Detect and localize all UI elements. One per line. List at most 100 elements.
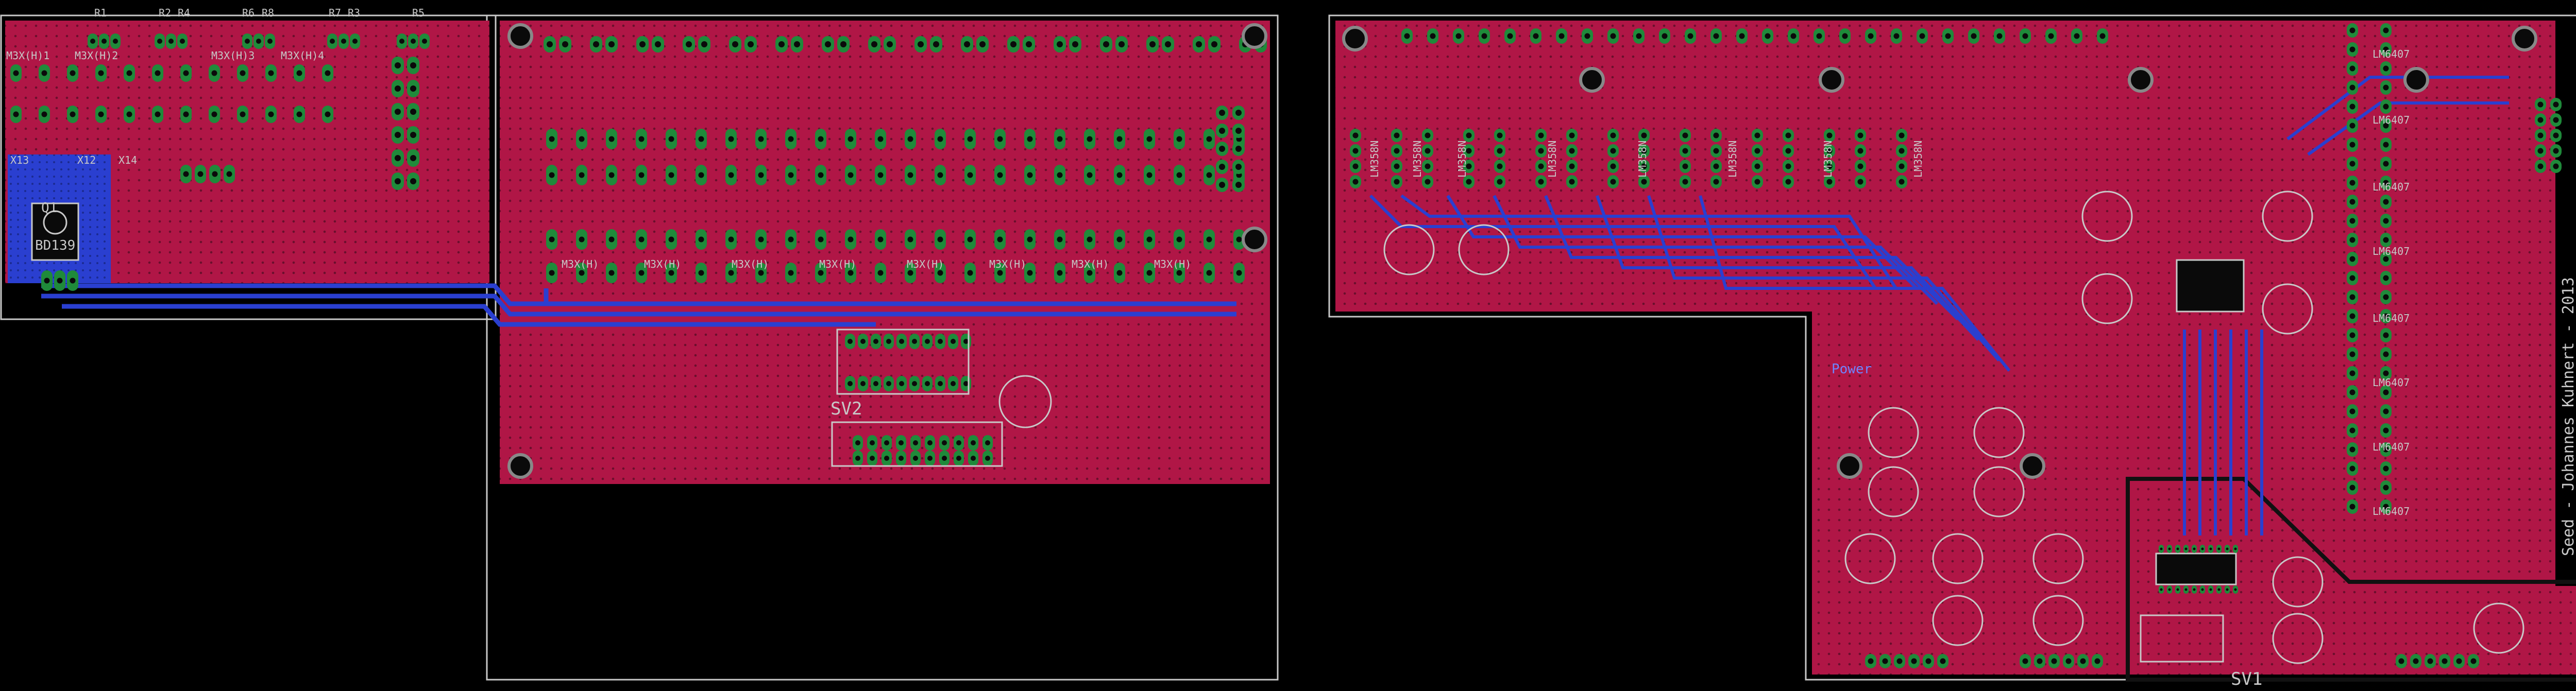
- opamp-label-1-wrap: LM358N: [1368, 141, 1381, 178]
- sv2-pad-hole: [927, 456, 933, 461]
- bottom-pad-hole: [2080, 658, 2086, 664]
- opamp-pad-hole: [1641, 132, 1647, 139]
- usb-ic-pin-hole: [2176, 588, 2179, 591]
- right-top-header-pad-hole: [1636, 33, 1642, 39]
- top-header-pad-hole: [608, 41, 615, 47]
- component-pad-hole: [937, 270, 943, 276]
- component-pad-hole: [1236, 236, 1242, 243]
- regulator-pad-hole: [2349, 237, 2355, 243]
- x14-label: X14: [118, 154, 137, 166]
- opamp-pad-hole: [1610, 179, 1616, 185]
- sv2-ic-pad-hole: [925, 339, 930, 344]
- right-header-pad-hole: [2537, 148, 2544, 154]
- regulator-pad-hole: [2383, 161, 2389, 167]
- component-pad-hole: [997, 172, 1003, 178]
- r3-label: R3: [348, 7, 360, 19]
- component-pad-hole: [638, 172, 645, 178]
- transistor-pad-hole: [126, 111, 132, 117]
- trimmer-outline: [1973, 466, 2025, 517]
- opamp-label-5-wrap: LM358N: [1726, 141, 1739, 178]
- resistor-pad-hole: [113, 39, 118, 44]
- header-pad-hole: [410, 62, 416, 68]
- opamp-label-4: LM358N: [1636, 141, 1649, 178]
- transistor-pad-hole: [155, 70, 161, 76]
- top-header-pad-hole: [1149, 41, 1156, 47]
- right-top-header-pad-hole: [1842, 33, 1848, 39]
- component-pad-hole: [728, 270, 734, 276]
- sv2-pad-hole: [855, 440, 860, 445]
- regulator-pad-hole: [2383, 256, 2389, 262]
- bottom-pad-hole: [2413, 658, 2419, 664]
- opamp-pad-hole: [1682, 179, 1688, 185]
- opamp-label-6-wrap: LM358N: [1822, 141, 1834, 178]
- component-pad-hole: [967, 172, 973, 178]
- regulator-pad-hole: [2383, 446, 2389, 453]
- component-pad-hole: [937, 136, 943, 142]
- regulator-pad-hole: [2383, 46, 2389, 53]
- bottom-pad-hole: [2442, 658, 2448, 664]
- transistor-pad-hole: [268, 111, 274, 117]
- resistor-pad-hole: [330, 39, 335, 44]
- right-header-pad-hole: [2553, 132, 2559, 139]
- component-pad-hole: [579, 172, 585, 178]
- opamp-pad-hole: [1394, 179, 1400, 185]
- bottom-pad-hole: [2456, 658, 2462, 664]
- component-pad-hole: [728, 236, 734, 243]
- component-pad-hole: [1116, 172, 1123, 178]
- opamp-pad-hole: [1466, 163, 1472, 169]
- component-pad-hole: [877, 136, 884, 142]
- component-pad-hole: [579, 270, 585, 276]
- opamp-pad-hole: [1713, 148, 1719, 154]
- usb-ic: [2155, 552, 2237, 585]
- top-header-pad-hole: [1103, 41, 1109, 47]
- top-header-pad-hole: [825, 41, 831, 47]
- opamp-pad-hole: [1466, 179, 1472, 185]
- opamp-pad-hole: [1394, 148, 1400, 154]
- top-header-pad-hole: [979, 41, 986, 47]
- component-pad-hole: [788, 236, 794, 243]
- regulator-pad-hole: [2383, 275, 2389, 281]
- opamp-label-4-wrap: LM358N: [1636, 141, 1649, 178]
- right-top-header-pad-hole: [2048, 33, 2054, 39]
- regulator-pad-hole: [2383, 465, 2389, 472]
- opamp-pad-hole: [1641, 148, 1647, 154]
- component-pad-hole: [638, 136, 645, 142]
- component-pad-hole: [877, 236, 884, 243]
- right-top-header-pad-hole: [1533, 33, 1539, 39]
- component-pad-hole: [967, 270, 973, 276]
- bottom-pad-hole: [1868, 658, 1874, 664]
- regulator-pad-hole: [2349, 180, 2355, 186]
- transistor-pad-hole: [240, 111, 246, 117]
- opamp-label-8-wrap: LM358N: [1411, 141, 1423, 178]
- left-capacitor: [998, 375, 1052, 428]
- transistor-pad-hole: [325, 70, 331, 76]
- header-pad-hole: [410, 132, 416, 138]
- transistor-pad-hole: [13, 111, 19, 117]
- right-top-header-pad-hole: [1996, 33, 2003, 39]
- usb-ic-pin-hole: [2184, 547, 2188, 550]
- opamp-pad-hole: [1352, 179, 1359, 185]
- opamp-pad-hole: [1425, 163, 1431, 169]
- regulator-pad-hole: [2349, 275, 2355, 281]
- side-connector-pad-hole: [1219, 128, 1225, 134]
- component-pad-hole: [907, 270, 913, 276]
- side-connector-pad-hole: [1219, 182, 1225, 188]
- block-label-8: M3X(H): [1154, 258, 1191, 270]
- opamp-pad-hole: [1826, 148, 1833, 154]
- regulator-label-1: LM6407: [2372, 48, 2410, 60]
- component-pad-hole: [1087, 236, 1093, 243]
- usb-ic-pin-hole: [2217, 547, 2221, 550]
- sv2-pad-hole: [899, 440, 904, 445]
- usb-ic-pin-hole: [2160, 588, 2163, 591]
- component-pad-hole: [1116, 136, 1123, 142]
- component-pad-hole: [848, 136, 854, 142]
- bottom-pad-hole: [2398, 658, 2404, 664]
- q1-label: Q1: [41, 200, 57, 216]
- sv2-ic-pad-hole: [848, 339, 853, 344]
- regulator-pad-hole: [2349, 504, 2355, 510]
- component-pad-hole: [1176, 172, 1182, 178]
- opamp-pad-hole: [1785, 179, 1791, 185]
- opamp-pad-hole: [1352, 132, 1359, 139]
- top-header-pad-hole: [794, 41, 800, 47]
- opamp-pad-hole: [1425, 148, 1431, 154]
